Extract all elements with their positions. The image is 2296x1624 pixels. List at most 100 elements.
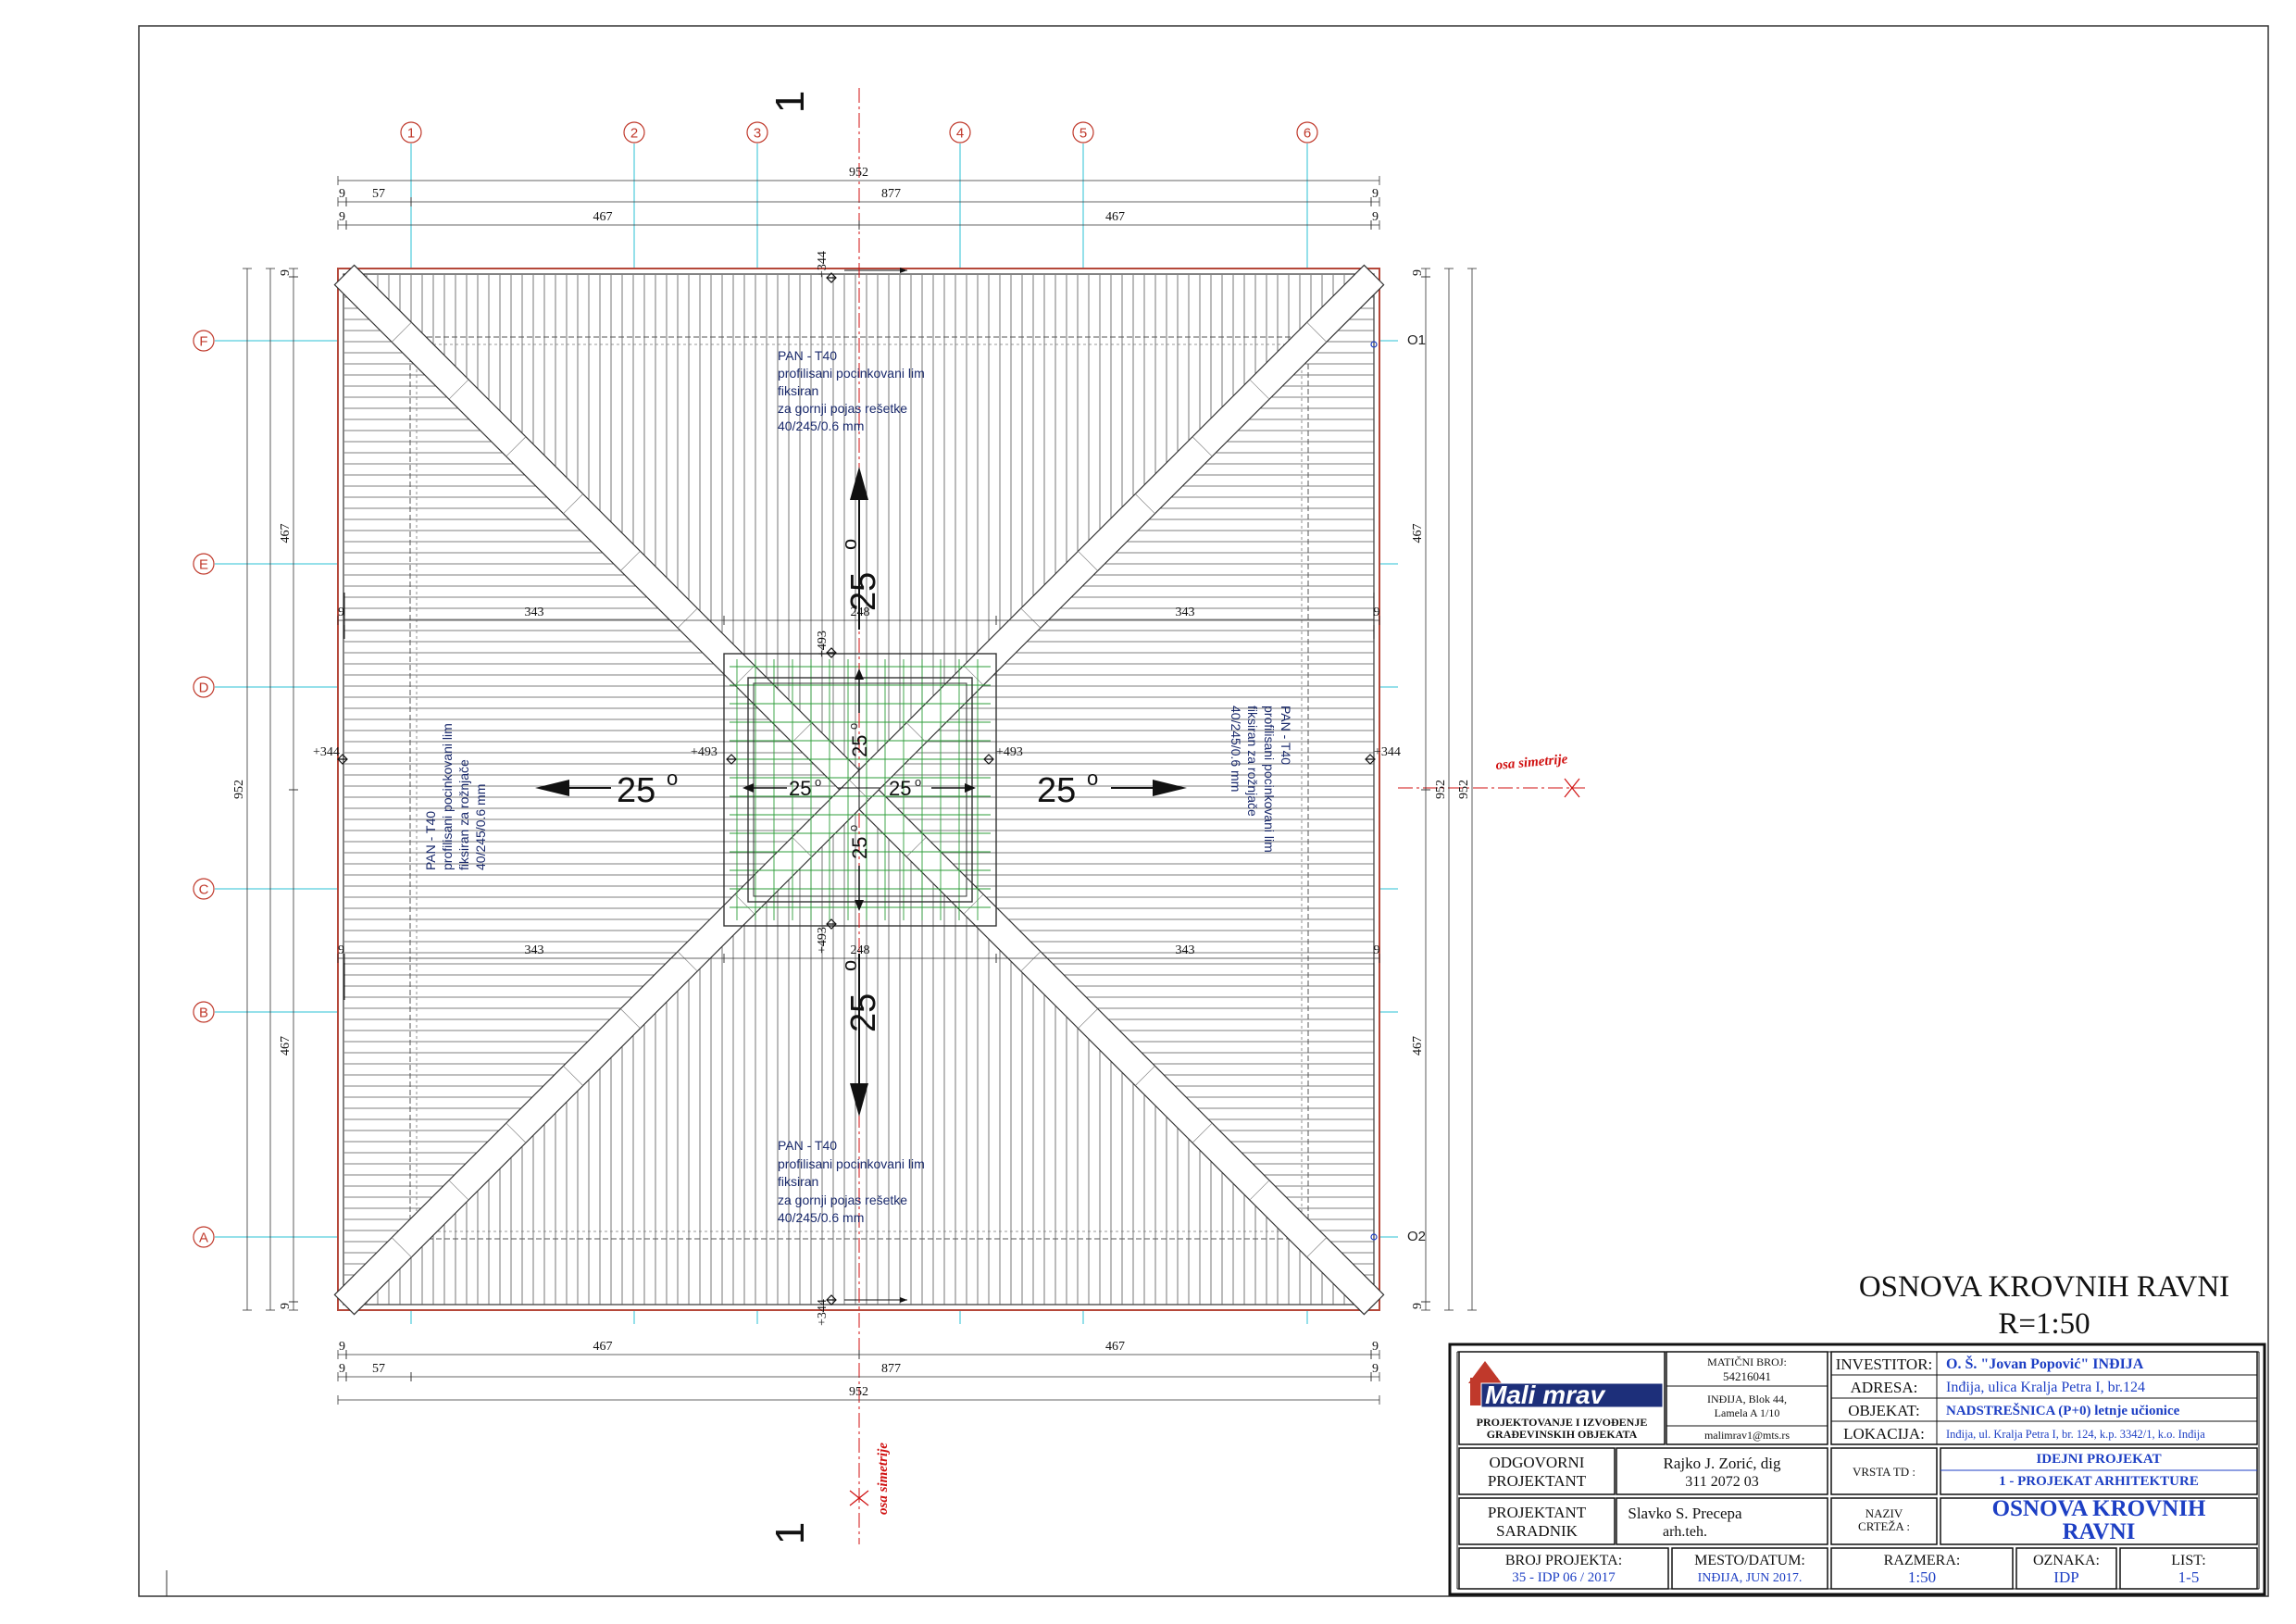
drawing-title: OSNOVA KROVNIH RAVNI <box>1859 1270 2229 1304</box>
slope-value-inner-bottom: 25 <box>848 837 871 859</box>
mark-label: OZNAKA: <box>2033 1553 2100 1568</box>
responsible-label1: ODGOVORNI <box>1490 1454 1585 1471</box>
hip-rafter-tick <box>677 607 698 629</box>
drawing-name-label1: NAZIV <box>1866 1506 1903 1520</box>
hip-rafter-tick <box>1249 1180 1270 1201</box>
level-bottom: +344 <box>816 1299 830 1326</box>
hip-rafter-tick <box>391 1237 412 1258</box>
hip-rafter-tick <box>1078 551 1098 571</box>
level-marker <box>826 918 837 930</box>
dim-label: 9 <box>1374 606 1380 619</box>
slope-degree-bottom: o <box>838 960 861 971</box>
slope-label-left: 25 o <box>617 767 678 810</box>
slope-degree-right: o <box>1087 767 1098 790</box>
note-top-line: 40/245/0.6 mm <box>778 418 864 433</box>
dim-label: 9 <box>279 269 293 276</box>
level-ridge-right: +493 <box>996 745 1023 759</box>
dim-label: 952 <box>849 1385 868 1399</box>
dim-label: 877 <box>881 1362 901 1376</box>
project-no-value: 35 - IDP 06 / 2017 <box>1512 1570 1616 1585</box>
slope-value-top: 25 <box>844 572 883 611</box>
scale-label: RAZMERA: <box>1884 1553 1961 1568</box>
grid-bubble-column <box>1072 121 1094 144</box>
slope-label-bottom: 25 o <box>838 960 883 1032</box>
responsible-label2: PROJEKTANT <box>1488 1472 1587 1490</box>
title-block <box>1448 1343 2266 1596</box>
slope-degree-top: o <box>838 539 861 550</box>
hip-rafter-tick <box>1020 607 1042 629</box>
slope-degree-inner-left: o <box>815 775 821 789</box>
roof-sheeting-lines <box>344 275 1374 1305</box>
note-bottom-line: fiksiran <box>778 1174 818 1189</box>
grid-bubble-row <box>193 878 215 900</box>
hip-rafter-tick <box>734 665 755 686</box>
object-value: NADSTREŠNICA (P+0) letnje učionice <box>1946 1403 2180 1418</box>
company-logo: Mali mrav <box>1468 1361 1664 1409</box>
dim-label: 877 <box>881 187 901 201</box>
hip-rafter-tick <box>448 1180 469 1201</box>
drawing-scale: R=1:50 <box>1998 1307 2090 1341</box>
company-email: malimrav1@mts.rs <box>1704 1429 1790 1442</box>
skylight-grid <box>730 659 991 920</box>
note-left-line: fiksiran za rožnjače <box>456 759 471 870</box>
sheet-label: LIST: <box>2171 1553 2205 1568</box>
company-line2: GRAĐEVINSKIH OBJEKATA <box>1487 1428 1638 1441</box>
grid-bubble-column <box>949 121 971 144</box>
dim-label: 343 <box>525 943 544 957</box>
hip-rafter-tick <box>563 1066 583 1086</box>
level-marker <box>337 754 348 765</box>
slope-label-inner-bottom: 25 o <box>846 825 871 859</box>
associate-label1: PROJEKTANT <box>1488 1504 1587 1521</box>
note-bottom-line: za gornji pojas rešetke <box>778 1193 907 1207</box>
hip-rafter-tick <box>1192 436 1213 457</box>
dim-label: 952 <box>1434 780 1448 799</box>
dim-label: 467 <box>279 1036 293 1056</box>
level-right: +344 <box>1374 745 1401 759</box>
side-mark-o1-dot <box>1370 341 1378 348</box>
dim-label: 467 <box>1105 1340 1125 1354</box>
note-left-line: 40/245/0.6 mm <box>473 784 488 870</box>
slope-value-inner-right: 25 <box>889 777 911 800</box>
dim-label: 9 <box>279 1303 293 1309</box>
dim-label: 467 <box>593 1340 613 1354</box>
level-marker <box>826 272 837 283</box>
note-top: PAN - T40 profilisani pocinkovani lim fi… <box>778 348 925 433</box>
doc-type-value2: 1 - PROJEKAT ARHITEKTURE <box>1999 1474 2199 1489</box>
symmetry-label-bottom: osa simetrije <box>876 1443 891 1515</box>
location-label: LOKACIJA: <box>1843 1425 1925 1443</box>
sheet-frame <box>138 25 2269 1597</box>
grid-label-row: F <box>199 334 207 350</box>
company-logo-text: Mali mrav <box>1485 1380 1606 1409</box>
slope-value-inner-left: 25 <box>789 777 811 800</box>
company-address-line2: Lamela A 1/10 <box>1715 1406 1780 1419</box>
object-label: OBJEKAT: <box>1848 1402 1920 1419</box>
level-marker <box>826 647 837 658</box>
dim-label: 467 <box>1411 1036 1425 1056</box>
note-left-line: PAN - T40 <box>423 811 438 870</box>
slope-label-inner-top: 25 o <box>846 723 871 757</box>
sheet-value: 1-5 <box>2178 1568 2200 1586</box>
grid-label-row: B <box>199 1006 208 1021</box>
hip-rafter-tick <box>734 893 755 915</box>
grid-bubble-row <box>193 676 215 698</box>
hip-rafter-tick <box>677 951 698 972</box>
note-bottom-line: profilisani pocinkovani lim <box>778 1156 925 1171</box>
dim-label: 9 <box>338 606 344 619</box>
hip-rafter-tick <box>1249 379 1270 400</box>
dim-label: 9 <box>339 1340 345 1354</box>
edge-arrow-head <box>900 268 907 273</box>
slope-label-inner-left: 25 o <box>789 775 821 800</box>
level-left: +344 <box>313 745 340 759</box>
dim-label: 9 <box>1411 269 1425 276</box>
grid-bubble-row <box>193 330 215 352</box>
responsible-name: Rajko J. Zorić, dig <box>1663 1455 1781 1472</box>
grid-bubble-row <box>193 1001 215 1023</box>
hip-rafter-tick <box>963 665 984 686</box>
level-marker <box>983 754 994 765</box>
company-line1: PROJEKTOVANJE I IZVOĐENJE <box>1477 1416 1648 1429</box>
address-label: ADRESA: <box>1851 1379 1918 1396</box>
grid-label-row: A <box>199 1230 208 1246</box>
slope-value-left: 25 <box>617 771 655 810</box>
drawing-name-value2: RAVNI <box>2063 1519 2136 1544</box>
